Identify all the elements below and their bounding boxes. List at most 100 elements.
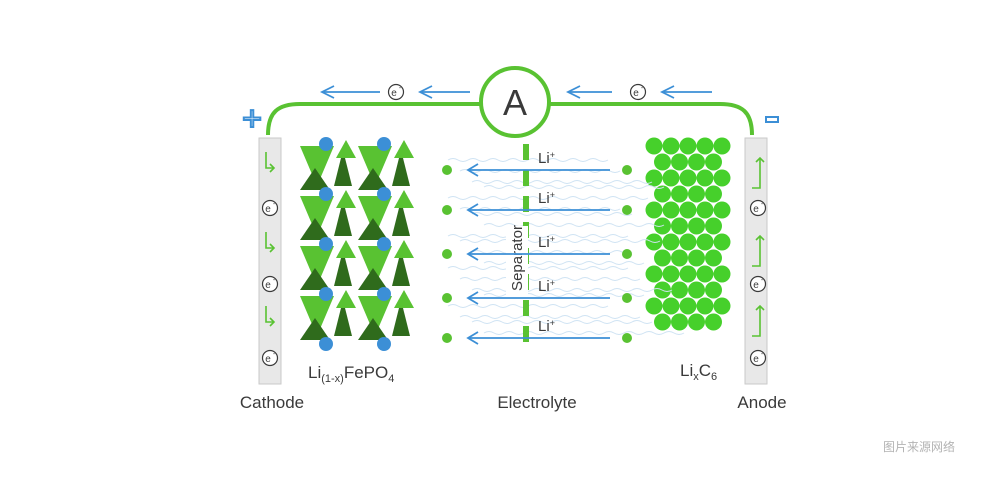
ion-arrow-head (466, 203, 479, 217)
lithium-ion-dot (319, 337, 333, 351)
wire-electron-arrows (319, 85, 712, 99)
svg-text:e: e (265, 204, 271, 215)
graphite-atom (654, 249, 671, 267)
graphite-atom (679, 297, 697, 315)
graphite-atom (645, 137, 663, 155)
ion-dot (622, 205, 632, 215)
graphite-atom (696, 265, 714, 283)
graphite-atom (645, 169, 663, 187)
lattice-triangle (300, 196, 334, 236)
cathode-label: Cathode (240, 393, 304, 412)
lattice-triangle (394, 240, 414, 258)
graphite-atom (662, 297, 680, 315)
svg-text:e: e (753, 204, 759, 215)
graphite-atom (662, 233, 680, 251)
lithium-ion-label: Li+ (538, 150, 555, 167)
ion-dot (442, 205, 452, 215)
lattice-triangle (358, 268, 388, 290)
lithium-ion-label: Li+ (538, 190, 555, 207)
separator-dash (523, 144, 529, 160)
lattice-triangle (358, 318, 388, 340)
graphite-atom (705, 153, 722, 171)
anode-rod (744, 137, 768, 385)
electrolyte-wave (483, 223, 665, 227)
ammeter: A (479, 66, 551, 138)
anode-formula: LixC6 (680, 361, 717, 383)
lattice-triangle (358, 196, 392, 236)
graphite-atom (713, 233, 731, 251)
lattice-triangle (336, 190, 356, 208)
svg-text:-: - (273, 277, 276, 284)
ion-arrow-head (466, 163, 479, 177)
graphite-atom (688, 185, 705, 203)
graphite-atom (671, 281, 688, 299)
cathode-formula: Li(1-x)FePO4 (308, 363, 394, 385)
electrolyte-wave (459, 277, 641, 281)
svg-text:-: - (641, 85, 644, 92)
graphite-atom (696, 297, 714, 315)
lithium-ion-dot (377, 237, 391, 251)
lithium-ion-label: Li+ (538, 278, 555, 295)
electrolyte-wave (471, 320, 653, 324)
lattice-triangle (394, 290, 414, 308)
lattice-triangle (394, 190, 414, 208)
graphite-atom (679, 201, 697, 219)
lattice-triangle (394, 140, 414, 158)
graphite-atom (705, 217, 722, 235)
watermark: 图片来源网络 (883, 439, 955, 454)
graphite-atom (645, 201, 663, 219)
lattice-triangle (300, 218, 330, 240)
lattice-triangle (358, 296, 392, 336)
graphite-atom (671, 313, 688, 331)
separator-dash (523, 300, 529, 316)
ion-dot (622, 249, 632, 259)
graphite-atom (679, 265, 697, 283)
circuit-wire (266, 102, 754, 136)
lattice-triangle (300, 268, 330, 290)
ammeter-label: A (503, 82, 527, 123)
lithium-ion-dot (319, 237, 333, 251)
lattice-triangle (334, 300, 352, 336)
lithium-ion-dot (319, 287, 333, 301)
ion-dot (442, 333, 452, 343)
lattice-triangle (300, 168, 330, 190)
svg-text:-: - (273, 351, 276, 358)
ion-dot (442, 165, 452, 175)
separator-label: Separator (509, 225, 526, 291)
svg-text:e: e (753, 280, 759, 291)
lattice-triangle (392, 300, 410, 336)
electrolyte-wave (459, 239, 661, 243)
anode-graphite (645, 137, 731, 331)
graphite-atom (713, 169, 731, 187)
electron-badge: e - (261, 199, 279, 217)
graphite-atom (713, 201, 731, 219)
negative-terminal-icon (765, 116, 779, 123)
electrolyte-wave (471, 180, 653, 184)
lattice-triangle (392, 250, 410, 286)
lithium-ion-dot (377, 187, 391, 201)
graphite-atom (662, 265, 680, 283)
svg-text:-: - (761, 277, 764, 284)
graphite-atom (713, 137, 731, 155)
graphite-atom (671, 185, 688, 203)
lithium-ion-dot (377, 337, 391, 351)
graphite-atom (696, 201, 714, 219)
graphite-atom (696, 137, 714, 155)
svg-text:e: e (633, 88, 639, 99)
cathode-rod (258, 137, 282, 385)
electron-badge: e - (749, 199, 767, 217)
electron-badge: e - (261, 349, 279, 367)
graphite-atom (671, 217, 688, 235)
ion-arrow-head (466, 291, 479, 305)
lattice-triangle (334, 250, 352, 286)
electrolyte-wave (483, 331, 685, 335)
graphite-atom (705, 185, 722, 203)
svg-text:-: - (761, 201, 764, 208)
graphite-atom (654, 313, 671, 331)
electron-badge: e - (261, 275, 279, 293)
lattice-triangle (334, 150, 352, 186)
lattice-triangle (300, 296, 334, 336)
lattice-triangle (300, 146, 334, 186)
graphite-atom (705, 249, 722, 267)
graphite-atom (679, 233, 697, 251)
